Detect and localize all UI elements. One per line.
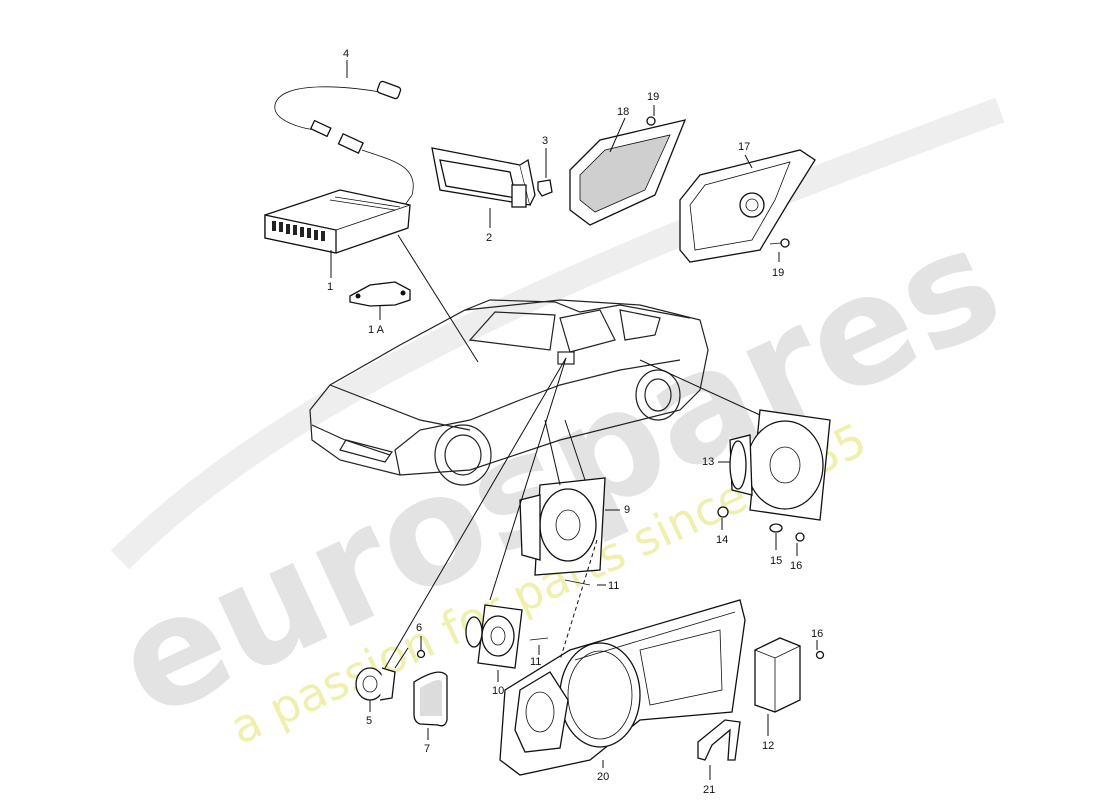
headlight [339, 439, 393, 463]
watermark-swoosh [110, 97, 1005, 570]
callout-19-top: 19 [647, 91, 659, 103]
callout-11-upper: 11 [608, 580, 619, 592]
callout-3: 3 [542, 135, 548, 147]
front-wheel [434, 424, 492, 486]
part-bracket-1a [349, 281, 411, 307]
part-speaker-9 [519, 477, 606, 576]
part-amplifier [754, 637, 801, 713]
callout-14: 14 [716, 534, 728, 546]
screw-16-amp [815, 650, 825, 660]
callout-20: 20 [597, 771, 609, 783]
screws-19 [646, 116, 790, 248]
callout-13: 13 [702, 456, 714, 468]
callout-10: 10 [492, 685, 504, 697]
callout-15: 15 [770, 555, 782, 567]
callout-1: 1 [327, 281, 333, 293]
callout-4: 4 [343, 48, 349, 60]
callout-19-right: 19 [772, 267, 784, 279]
part-tweeter-grille [569, 119, 687, 226]
callout-16-amp: 16 [811, 628, 823, 640]
callout-5: 5 [366, 715, 372, 727]
callout-12: 12 [762, 740, 774, 752]
callout-11-lower: 11 [530, 656, 541, 668]
callout-1a: 1 A [368, 324, 385, 336]
callout-18: 18 [617, 106, 629, 118]
screws-11 [529, 579, 591, 641]
callout-17: 17 [738, 141, 750, 153]
part-speaker-13 [729, 409, 831, 521]
callout-21: 21 [703, 784, 715, 796]
part-tweeter-5 [355, 667, 396, 701]
part-speaker-housing [679, 149, 816, 263]
callout-6: 6 [416, 622, 422, 634]
part-radio-unit [264, 189, 411, 254]
callout-7: 7 [424, 743, 430, 755]
part-antenna-cable [274, 80, 414, 213]
callout-labels: 4 1 1 A 2 3 18 19 17 19 13 9 14 15 16 11… [327, 48, 823, 796]
part-small-grille [413, 671, 448, 727]
fasteners-14-16 [717, 506, 805, 542]
callout-16-right: 16 [790, 560, 802, 572]
part-bracket-21 [697, 719, 741, 761]
part-door-panel [499, 599, 746, 776]
rear-wheel [635, 369, 681, 421]
radio-buttons [272, 221, 325, 241]
mirror [557, 351, 575, 365]
part-mounting-frame [431, 147, 536, 208]
callout-9: 9 [624, 504, 630, 516]
car-outline [309, 299, 709, 486]
callout-2: 2 [486, 232, 492, 244]
part-clip [537, 179, 553, 197]
part-speaker-10 [465, 604, 523, 669]
leader-lines [330, 60, 818, 780]
screw-6 [416, 649, 426, 659]
